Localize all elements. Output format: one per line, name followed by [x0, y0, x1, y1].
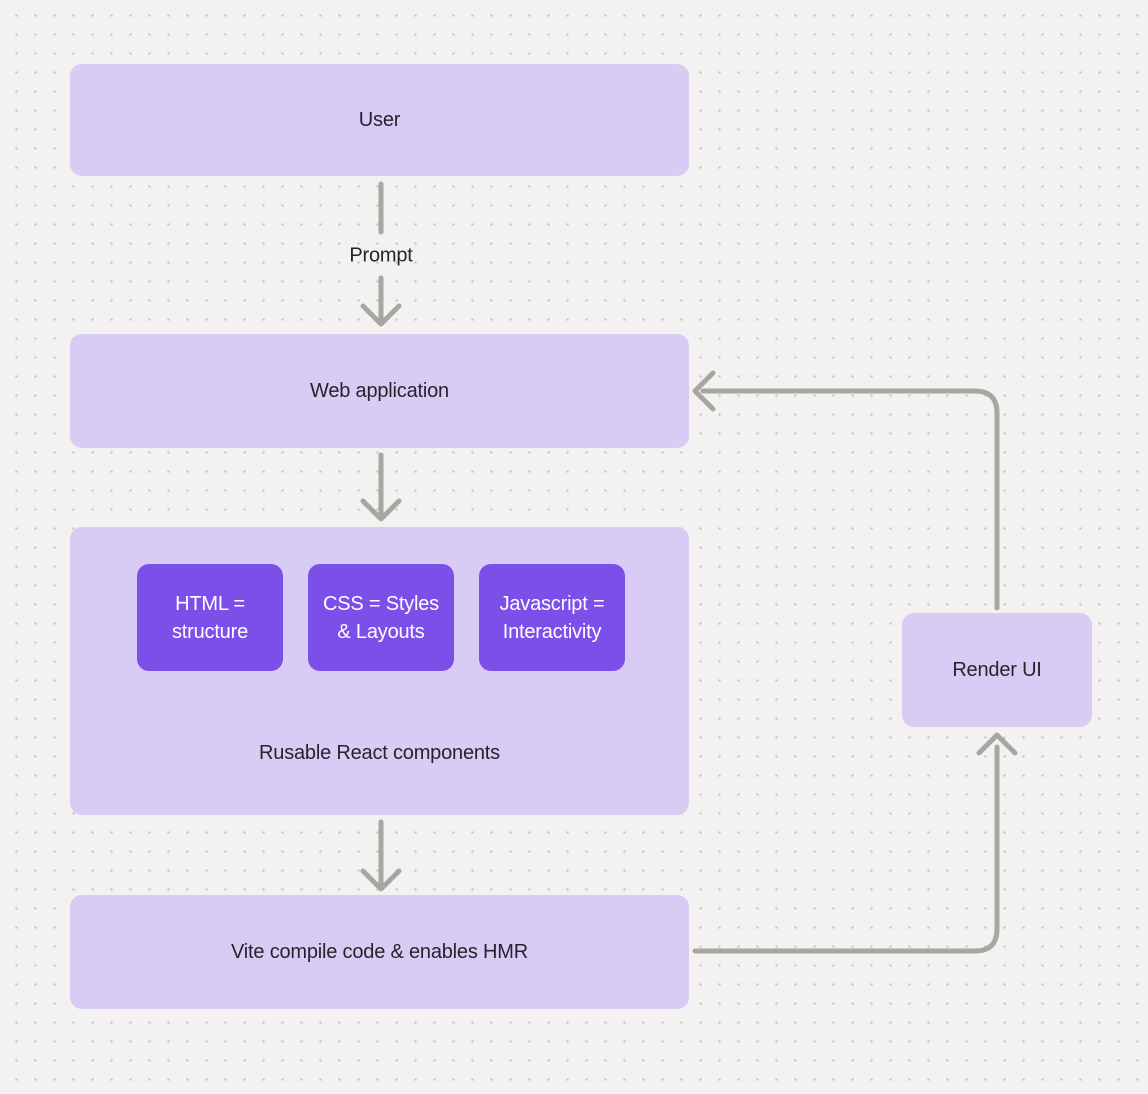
arrow-vite-to-render-ui[interactable] [692, 732, 1018, 954]
arrowhead-down-icon [360, 498, 402, 522]
node-user-label: User [358, 108, 401, 131]
arrowhead-down-icon [360, 303, 402, 327]
arrowhead-left-icon [692, 370, 716, 412]
card-javascript[interactable]: Javascript = Interactivity [479, 564, 625, 671]
card-javascript-line2: Interactivity [502, 620, 602, 643]
node-web-application[interactable]: Web application [70, 334, 689, 448]
card-html-line2: structure [171, 620, 248, 643]
card-html-line1: HTML = [175, 592, 245, 615]
node-render-ui-label: Render UI [952, 658, 1042, 681]
node-vite[interactable]: Vite compile code & enables HMR [70, 895, 689, 1009]
arrowhead-down-icon [360, 868, 402, 892]
arrowhead-up-icon [976, 732, 1018, 756]
card-css-line1: CSS = Styles [323, 592, 439, 615]
arrow-web-to-components[interactable] [360, 452, 402, 522]
node-render-ui[interactable]: Render UI [902, 613, 1092, 727]
node-user[interactable]: User [70, 64, 689, 176]
arrow-components-to-vite[interactable] [360, 819, 402, 892]
card-html[interactable]: HTML = structure [137, 564, 283, 671]
arrow-render-ui-to-web[interactable] [692, 370, 1000, 611]
node-web-application-label: Web application [310, 379, 449, 402]
node-vite-label: Vite compile code & enables HMR [231, 940, 528, 963]
node-components-group[interactable]: HTML = structure CSS = Styles & Layouts … [70, 527, 689, 815]
card-javascript-line1: Javascript = [499, 592, 605, 615]
components-group-caption: Rusable React components [259, 742, 500, 764]
edge-label-prompt: Prompt [349, 244, 413, 267]
card-css-line2: & Layouts [337, 620, 425, 643]
card-css[interactable]: CSS = Styles & Layouts [308, 564, 454, 671]
